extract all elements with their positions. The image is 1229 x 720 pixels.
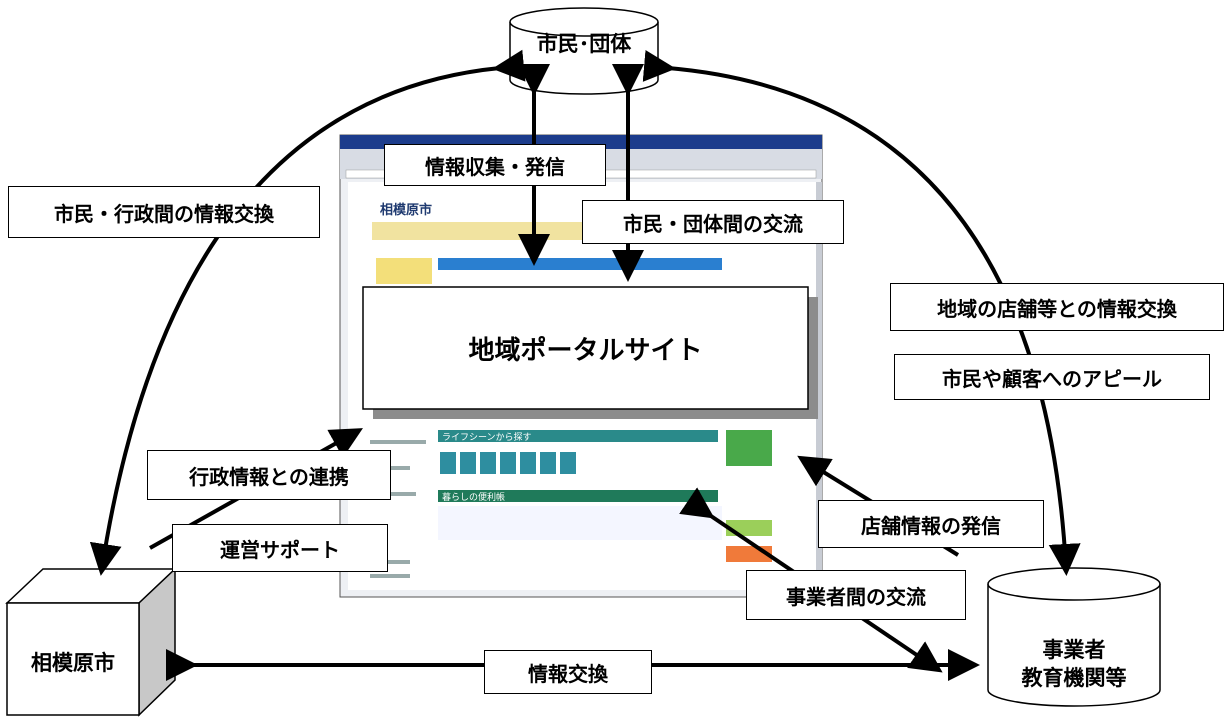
business-label-line2: 教育機関等 [1021, 666, 1127, 690]
business-node [987, 567, 1161, 707]
label-local-shop-exchange: 地域の店舗等との情報交換 [890, 283, 1224, 331]
label-ops-support: 運営サポート [172, 524, 388, 572]
arc-citizens-business [642, 49, 1081, 576]
label-admin-link: 行政情報との連携 [147, 450, 391, 500]
label-appeal: 市民や顧客へのアピール [894, 354, 1210, 400]
label-info-collect: 情報収集・発信 [384, 144, 606, 186]
label-citizen-gov-exchange: 市民・行政間の情報交換 [8, 186, 320, 238]
label-shop-info: 店舗情報の発信 [818, 500, 1044, 548]
business-label-line1: 事業者 [1042, 638, 1106, 662]
screenshot-section-1: ライフシーンから探す [442, 431, 532, 443]
label-business-exchange: 事業者間の交流 [746, 570, 966, 620]
city-node [5, 567, 177, 717]
screenshot-section-2: 暮らしの便利帳 [442, 491, 505, 503]
screenshot-site-name: 相模原市 [380, 202, 432, 218]
city-label: 相模原市 [31, 651, 115, 675]
citizens-label: 市民･団体 [536, 32, 632, 56]
label-info-exchange: 情報交換 [484, 650, 652, 694]
portal-title: 地域ポータルサイト [468, 336, 703, 366]
label-citizen-group-exchange: 市民・団体間の交流 [582, 200, 844, 244]
